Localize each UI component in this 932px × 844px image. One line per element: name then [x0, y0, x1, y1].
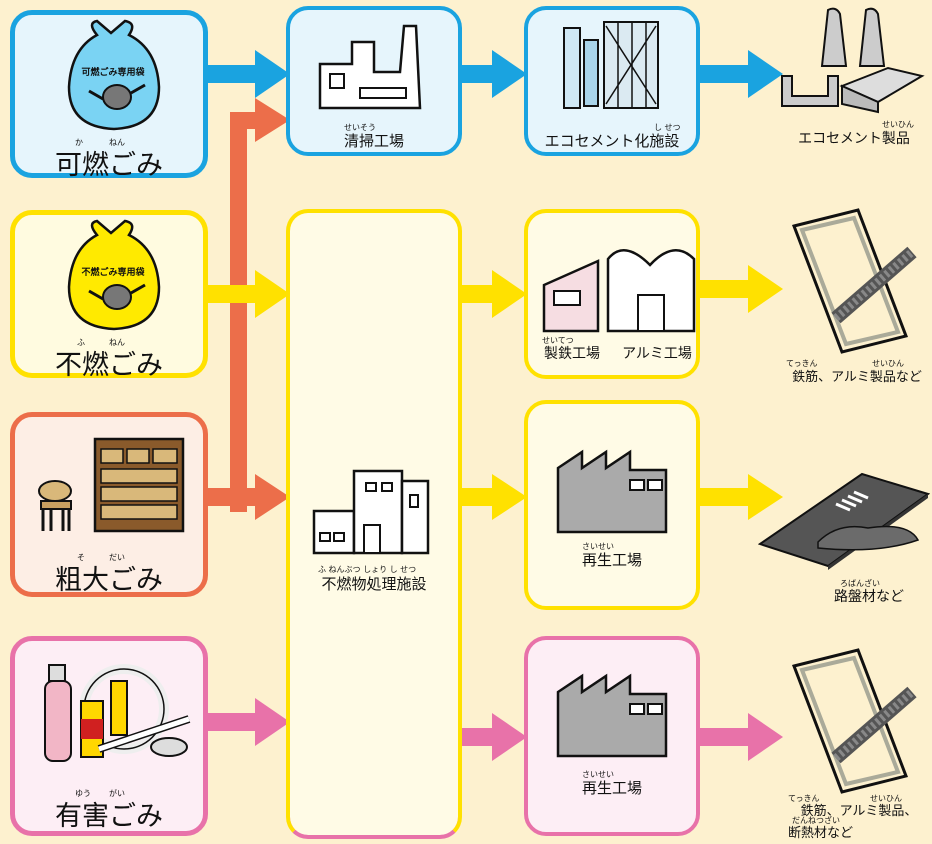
furniture-icon — [38, 437, 185, 533]
facility-label: 不燃物処理施設 — [321, 575, 427, 593]
facility-recycle-plant-1[interactable]: さいせい 再生工場 — [524, 400, 700, 610]
ruby: がい — [109, 789, 125, 798]
building-icon — [312, 469, 430, 555]
facility-label: 製鉄工場 — [544, 346, 600, 362]
pink-lower-border — [290, 633, 458, 835]
product-label: 断熱材など — [788, 826, 854, 841]
factory-icon — [556, 449, 668, 534]
factory-icon — [318, 24, 422, 110]
ruby: だんねつざい — [792, 816, 840, 825]
ruby: せいひん — [870, 794, 902, 803]
ruby: ねん — [109, 338, 125, 347]
facility-noncombustible-plant[interactable]: ふ ねんぶつ しょり し せつ 不燃物処理施設 — [286, 209, 462, 839]
facility-label: アルミ工場 — [622, 346, 692, 362]
facility-ecocement-plant[interactable]: し せつ エコセメント化施設 — [524, 6, 700, 156]
aluminum-plant-icon — [606, 249, 696, 333]
facility-label: 再生工場 — [581, 779, 642, 797]
window-frame-rebar-icon — [791, 648, 917, 794]
ruby: てっきん — [788, 794, 820, 803]
trash-bag-icon — [67, 219, 161, 331]
product-label: 鉄筋、アルミ製品など — [792, 370, 922, 385]
category-label: 粗大ごみ — [55, 565, 163, 596]
blue-arrows — [205, 50, 783, 98]
facility-recycle-plant-2[interactable]: さいせい 再生工場 — [524, 636, 700, 836]
facility-label: 清掃工場 — [343, 132, 404, 150]
factory-icon — [556, 673, 668, 758]
ruby: せいひん — [872, 359, 904, 368]
bag-text: 不燃ごみ専用袋 — [81, 268, 145, 278]
category-noncombustible[interactable]: 不燃ごみ専用袋 ふ ねん 不燃ごみ — [10, 210, 208, 381]
facility-label: エコセメント化施設 — [544, 132, 680, 150]
ruby: さいせい — [582, 770, 614, 779]
category-label: 可燃ごみ — [55, 150, 163, 181]
category-combustible[interactable]: 可燃ごみ専用袋 か ねん 可燃ごみ — [10, 10, 208, 181]
category-bulky[interactable]: そ だい 粗大ごみ — [10, 412, 208, 597]
ruby: てっきん — [786, 359, 818, 368]
cement-products-icon — [781, 7, 925, 114]
ruby: ろばんざい — [840, 579, 880, 588]
hazardous-items-icon — [44, 664, 191, 762]
ruby: か — [75, 138, 83, 147]
road-base-icon — [758, 472, 930, 570]
orange-arrows — [205, 98, 290, 520]
trash-bag-icon — [67, 19, 161, 131]
ruby: せいひん — [882, 120, 914, 129]
ruby: だい — [109, 553, 125, 562]
ruby: ゆう — [75, 789, 91, 798]
ruby: ふ ねんぶつ しょり し せつ — [318, 565, 417, 574]
category-label: 有害ごみ — [55, 801, 163, 832]
category-hazardous[interactable]: ゆう がい 有害ごみ — [10, 636, 208, 836]
ruby: ねん — [109, 138, 125, 147]
category-label: 不燃ごみ — [55, 350, 163, 381]
product-label: 鉄筋、アルミ製品、 — [800, 804, 918, 819]
ruby: ふ — [77, 338, 85, 347]
ruby: そ — [77, 553, 85, 562]
bag-text: 可燃ごみ専用袋 — [81, 68, 145, 78]
product-label: 路盤材など — [834, 589, 904, 605]
ruby: せいてつ — [542, 336, 574, 345]
ruby: さいせい — [582, 542, 614, 551]
yellow-arrows — [205, 265, 783, 520]
pink-arrows — [205, 698, 783, 761]
product-label: エコセメント製品 — [798, 131, 910, 147]
steel-plant-icon — [542, 259, 600, 333]
window-frame-rebar-icon — [791, 208, 917, 354]
plant-machinery-icon — [563, 21, 659, 109]
ruby: し せつ — [654, 123, 681, 132]
facility-cleaning-plant[interactable]: せいそう 清掃工場 — [286, 6, 462, 156]
ruby: せいそう — [344, 123, 376, 132]
facility-steel-aluminum-plants[interactable]: せいてつ 製鉄工場 アルミ工場 — [524, 209, 700, 379]
facility-label: 再生工場 — [581, 551, 642, 569]
